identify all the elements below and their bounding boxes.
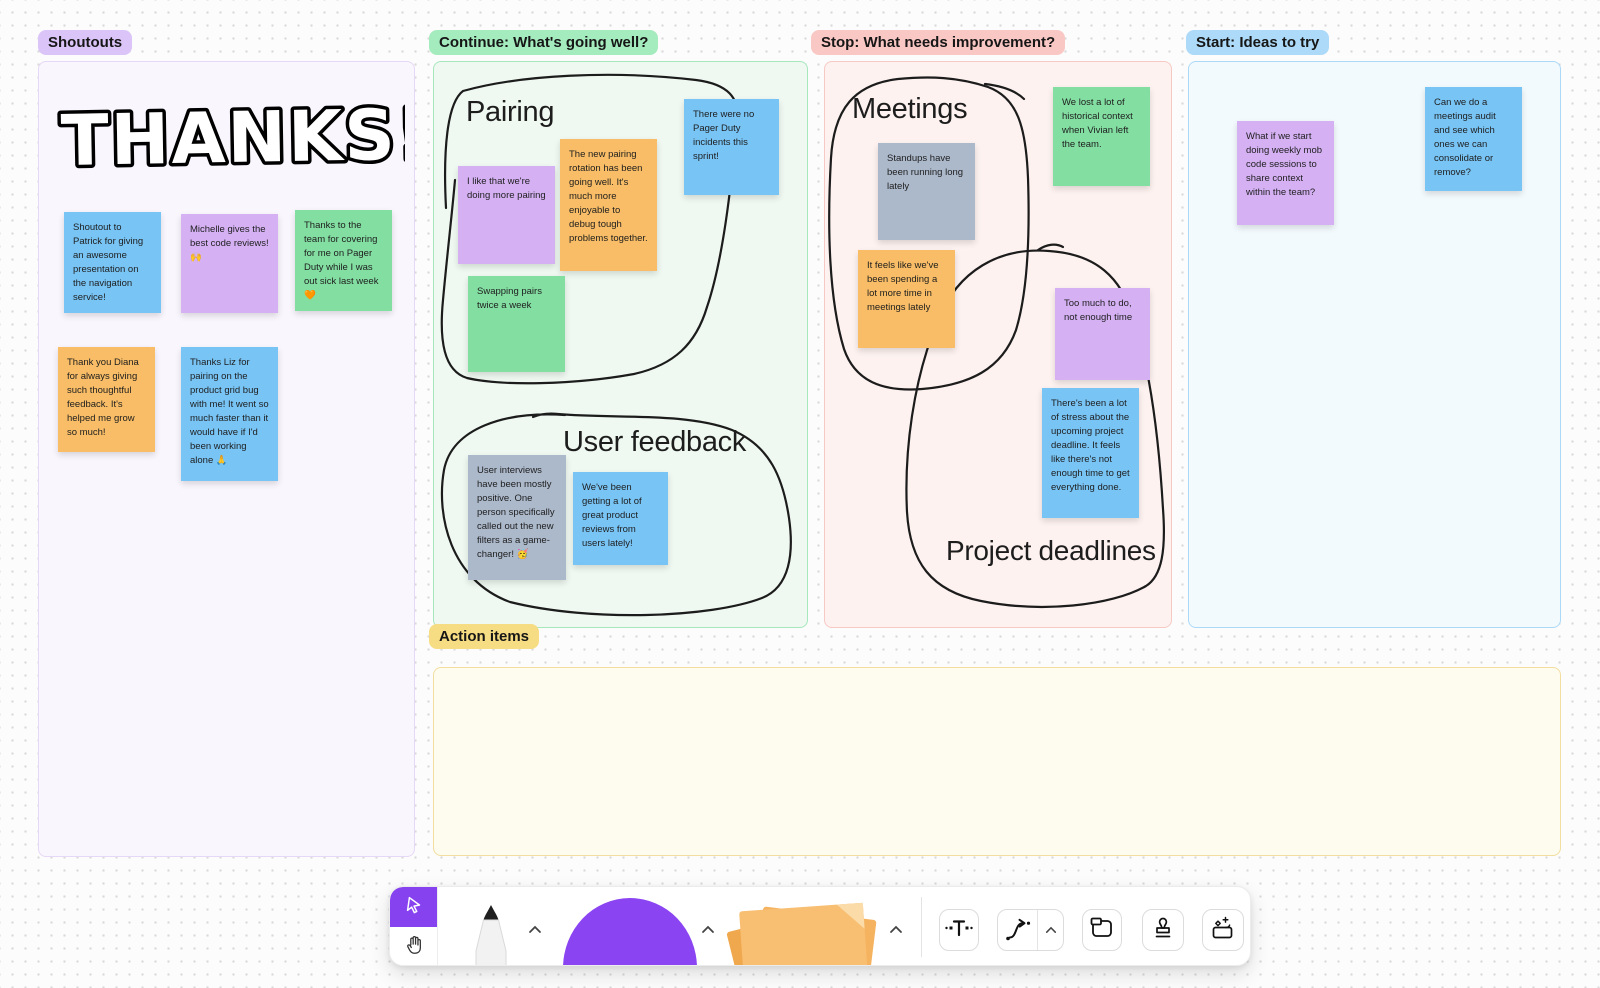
chevron-up-icon <box>528 921 542 939</box>
shape-tool-button[interactable] <box>563 898 697 965</box>
text-tool-button[interactable] <box>939 909 979 951</box>
sticker-box-sparkle-icon <box>1210 916 1236 945</box>
canvas-text-pairing[interactable]: Pairing <box>466 96 555 128</box>
thanks-text: THANKS! <box>60 94 405 182</box>
section-badge-action-items[interactable]: Action items <box>429 624 540 649</box>
sticky-note[interactable]: The new pairing rotation has been going … <box>560 139 657 271</box>
connector-icon <box>998 918 1037 942</box>
sticky-options-chevron[interactable] <box>889 925 903 935</box>
sticky-note[interactable]: Thanks Liz for pairing on the product gr… <box>181 347 278 481</box>
section-tool-button[interactable] <box>1082 909 1122 951</box>
section-badge-continue[interactable]: Continue: What's going well? <box>429 30 659 55</box>
sticky-note[interactable]: Too much to do, not enough time <box>1055 288 1150 380</box>
connector-tool-button[interactable] <box>997 909 1064 951</box>
sticky-note[interactable]: It feels like we've been spending a lot … <box>858 250 955 348</box>
select-tool-button[interactable] <box>390 887 437 927</box>
marker-tool-button[interactable] <box>468 903 514 965</box>
sticky-note[interactable]: We've been getting a lot of great produc… <box>573 472 668 565</box>
section-tool-icon <box>1090 917 1114 944</box>
connector-button-divider <box>1037 910 1039 950</box>
sticky-note[interactable]: What if we start doing weekly mob code s… <box>1237 121 1334 225</box>
sticky-note[interactable]: User interviews have been mostly positiv… <box>468 455 566 580</box>
sticky-note[interactable]: Standups have been running long lately <box>878 143 975 240</box>
sticky-note[interactable]: There were no Pager Duty incidents this … <box>684 99 779 195</box>
shape-options-chevron[interactable] <box>701 925 715 935</box>
sticky-note[interactable]: Michelle gives the best code reviews! 🙌 <box>181 214 278 313</box>
cursor-arrow-icon <box>403 894 425 921</box>
marker-pen-icon <box>468 905 514 965</box>
thanks-bubble-drawing[interactable]: THANKS! <box>55 90 405 190</box>
section-badge-shoutouts[interactable]: Shoutouts <box>38 30 133 55</box>
chevron-up-icon[interactable] <box>1038 926 1063 934</box>
canvas-text-meetings[interactable]: Meetings <box>852 93 968 125</box>
section-badge-start[interactable]: Start: Ideas to try <box>1186 30 1330 55</box>
sticky-note-tool-button[interactable] <box>726 901 880 965</box>
sticker-tool-button[interactable] <box>1202 909 1244 951</box>
toolbar-separator <box>921 897 922 957</box>
stamp-icon <box>1152 916 1174 944</box>
chevron-up-icon <box>701 921 715 939</box>
toolbar-divider <box>437 887 438 965</box>
text-tool-icon <box>945 917 973 944</box>
sticky-note[interactable]: We lost a lot of historical context when… <box>1053 87 1150 186</box>
canvas-text-user-feedback[interactable]: User feedback <box>563 426 747 458</box>
sticky-note[interactable]: Thanks to the team for covering for me o… <box>295 210 392 311</box>
hand-icon <box>403 934 425 961</box>
section-badge-stop[interactable]: Stop: What needs improvement? <box>811 30 1066 55</box>
sticky-note[interactable]: There's been a lot of stress about the u… <box>1042 388 1139 518</box>
section-action-items[interactable] <box>433 667 1561 856</box>
chevron-up-icon <box>889 921 903 939</box>
sticky-note[interactable]: I like that we're doing more pairing <box>458 166 555 264</box>
sticky-note[interactable]: Swapping pairs twice a week <box>468 276 565 372</box>
hand-tool-button[interactable] <box>390 927 437 965</box>
toolbar <box>389 886 1251 966</box>
marker-options-chevron[interactable] <box>528 925 542 935</box>
stamp-tool-button[interactable] <box>1142 909 1184 951</box>
sticky-note[interactable]: Thank you Diana for always giving such t… <box>58 347 155 452</box>
sticky-note[interactable]: Can we do a meetings audit and see which… <box>1425 87 1522 191</box>
sticky-note[interactable]: Shoutout to Patrick for giving an awesom… <box>64 212 161 313</box>
canvas-text-project-deadlines[interactable]: Project deadlines <box>946 535 1156 566</box>
